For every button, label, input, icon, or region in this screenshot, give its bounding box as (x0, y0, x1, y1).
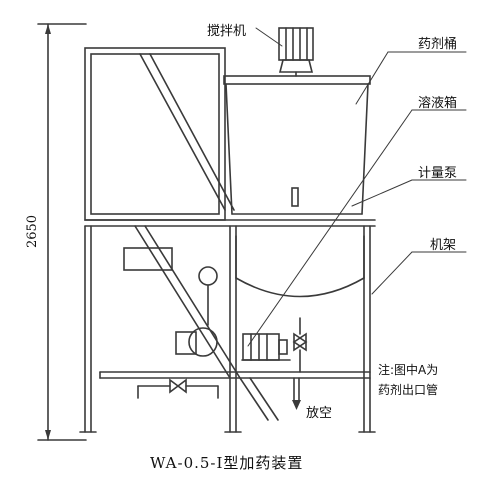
diagram-caption: WA-0.5-Ⅰ型加药装置 (150, 454, 304, 472)
label-vent: 放空 (306, 406, 333, 421)
note-line-2: 药剂出口管 (378, 383, 439, 397)
metering-pump (175, 266, 291, 361)
label-metering-pump: 计量泵 (418, 166, 458, 181)
label-solution-tank: 溶液箱 (418, 96, 458, 111)
label-drug-tank: 药剂桶 (418, 37, 458, 52)
diagonal-braces (134, 53, 279, 421)
dimension-line (37, 23, 87, 441)
solution-tank (123, 235, 365, 298)
mixer-motor (278, 27, 314, 77)
leader-lines (247, 27, 467, 347)
valves (137, 317, 308, 399)
label-mixer: 搅拌机 (207, 24, 247, 39)
vent-pipe (292, 377, 301, 410)
label-frame: 机架 (430, 238, 457, 253)
note-text: 注:图中A为 药剂出口管 (378, 360, 438, 400)
upper-frame (84, 47, 226, 221)
dimension-value: 2650 (25, 214, 41, 249)
drug-tank (223, 75, 371, 215)
note-line-1: 注:图中A为 (378, 363, 439, 377)
machine-frame (79, 219, 376, 433)
